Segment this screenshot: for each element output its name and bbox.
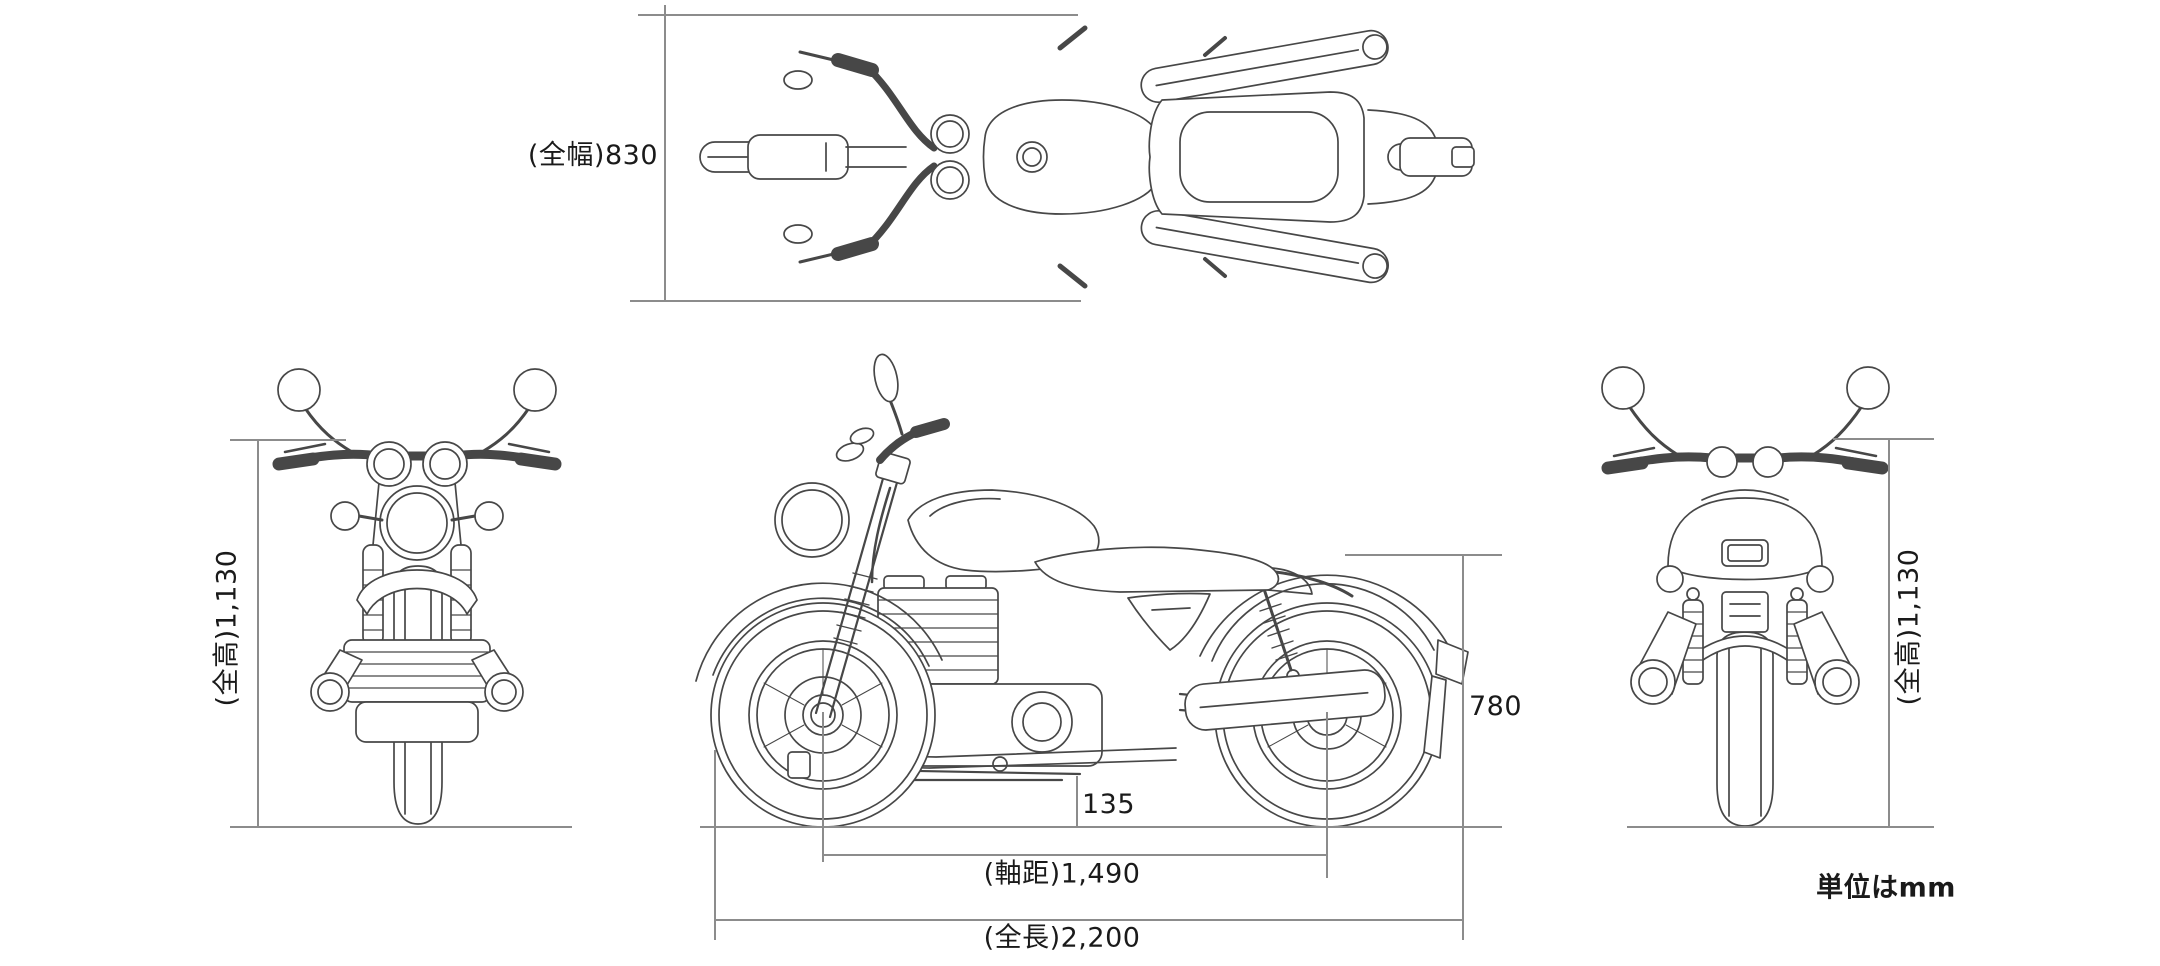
overall-height-right-label: (全高)1,130 (1893, 548, 1925, 706)
rear-gauge-right (1752, 446, 1784, 478)
top-mirror-left (783, 70, 813, 90)
front-engine (343, 639, 491, 703)
rear-turn-signal-right (1806, 565, 1834, 593)
rear-taillight (1721, 539, 1769, 567)
front-muffler-right (484, 672, 524, 712)
top-seat (1148, 91, 1365, 223)
rear-muffler-left (1630, 659, 1676, 705)
rear-handlebar (1603, 452, 1887, 473)
side-headlight (774, 482, 850, 558)
side-muffler (1184, 669, 1386, 731)
front-handlebar (274, 449, 560, 469)
units-note: 単位はmm (1816, 872, 1956, 904)
rear-gauge-left (1706, 446, 1738, 478)
front-turn-signal-right (474, 501, 504, 531)
front-muffler-left (310, 672, 350, 712)
front-mirror-left (277, 368, 321, 412)
side-view-drawing (695, 353, 1469, 828)
wheelbase-label: (軸距)1,490 (983, 858, 1141, 890)
front-mirror-right (513, 368, 557, 412)
rear-license-bracket (1721, 591, 1769, 633)
top-fuel-tank (982, 99, 1162, 215)
rear-tail-section (1667, 497, 1823, 581)
side-cover (1127, 592, 1211, 651)
overall-height-left-label: (全高)1,130 (211, 549, 243, 707)
side-seat (1034, 546, 1280, 593)
side-fuel-tank (907, 489, 1100, 573)
rear-mirror-left (1601, 366, 1645, 410)
top-view-drawing (699, 25, 1475, 289)
side-rear-fender (1199, 574, 1449, 657)
dimension-lines (230, 5, 1934, 940)
ground-clearance-label: 135 (1082, 789, 1136, 820)
rear-muffler-right (1814, 659, 1860, 705)
top-mirror-right (783, 224, 813, 244)
top-handlebar (862, 62, 938, 152)
top-taillight (1451, 146, 1475, 168)
top-muffler-left-side (1140, 210, 1389, 284)
top-front-fender (747, 134, 849, 180)
front-view-drawing (272, 368, 562, 825)
top-muffler-right-side (1140, 29, 1389, 104)
top-fuel-cap (1016, 141, 1048, 173)
overall-width-label: (全幅)830 (527, 140, 658, 171)
front-fender (356, 569, 478, 615)
overall-length-label: (全長)2,200 (983, 922, 1141, 954)
rear-view-drawing (1601, 366, 1890, 827)
seat-height-label: 780 (1469, 691, 1523, 722)
front-turn-signal-left (330, 501, 360, 531)
rear-turn-signal-left (1656, 565, 1684, 593)
front-headlight (379, 485, 455, 561)
rear-tire (1716, 631, 1774, 827)
side-mudflap (1423, 675, 1447, 759)
side-mirror (873, 353, 899, 403)
side-front-fender (695, 582, 943, 682)
rear-mirror-right (1846, 366, 1890, 410)
